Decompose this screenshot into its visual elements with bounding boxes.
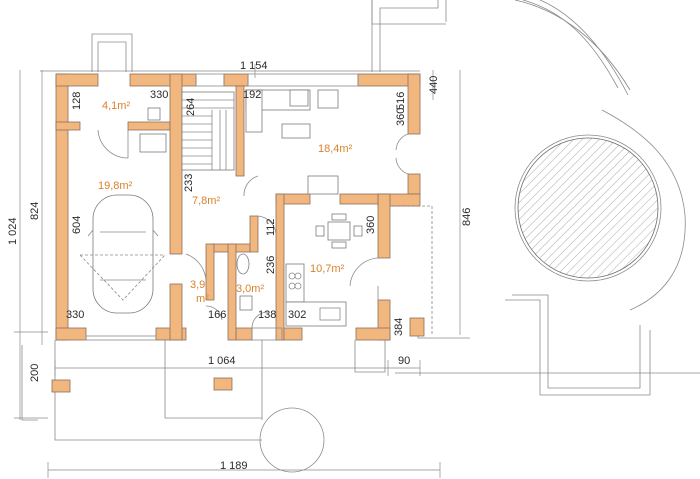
toilet-icon: [236, 253, 250, 275]
car-icon: [87, 194, 159, 314]
dim-166: 166: [208, 309, 226, 321]
dim-total-bottom-inner: 1 064: [208, 355, 236, 367]
area-boiler-room: 4,1m²: [102, 100, 130, 112]
staircase: [181, 91, 235, 171]
room-areas: 4,1m² 19,8m² 7,8m² 18,4m² 10,7m² 3,9 m² …: [98, 100, 353, 305]
dim-604: 604: [71, 216, 83, 234]
dim-264: 264: [185, 98, 197, 116]
area-garage: 19,8m²: [98, 180, 133, 192]
dim-330-top: 330: [150, 89, 168, 101]
dim-360-right: 360: [395, 108, 407, 126]
dim-302: 302: [288, 309, 306, 321]
dim-384: 384: [393, 318, 405, 336]
sofa-icon: [245, 89, 339, 133]
dim-138: 138: [258, 309, 276, 321]
dim-330-bottom: 330: [66, 309, 84, 321]
dim-total-bottom: 1 189: [220, 460, 248, 472]
area-storage-unit: m²: [196, 293, 209, 305]
round-terrace: [505, 0, 686, 396]
dim-left-inner: 824: [29, 202, 41, 220]
sink-icon: [239, 295, 253, 311]
walls: [55, 73, 421, 341]
dim-bottom-right: 90: [398, 355, 410, 367]
dim-left-bottom: 200: [29, 364, 41, 382]
dim-112: 112: [265, 218, 277, 236]
dim-top-right: 440: [428, 76, 440, 94]
exterior-outlines: [21, 0, 470, 473]
area-storage-value: 3,9: [190, 279, 205, 291]
dimension-lines: [14, 64, 700, 478]
area-kitchen: 10,7m²: [310, 263, 345, 275]
dining-table-icon: [315, 213, 363, 249]
dim-right-total: 846: [461, 208, 473, 226]
area-wc: 3,0m²: [236, 283, 264, 295]
dim-128: 128: [71, 92, 83, 110]
dim-total-top: 1 154: [240, 60, 268, 72]
dim-360-kitchen: 360: [365, 216, 377, 234]
dim-516: 516: [395, 92, 407, 110]
dim-192: 192: [243, 89, 261, 101]
dim-236: 236: [265, 256, 277, 274]
dimension-labels: 1 154 1 064 1 189 90 330 192 330 166 138…: [7, 60, 473, 472]
area-living-room: 18,4m²: [318, 143, 353, 155]
furniture: [51, 73, 425, 393]
area-hall: 7,8m²: [192, 195, 220, 207]
fireplace-icon: [307, 175, 339, 195]
dim-left-total: 1 024: [7, 217, 19, 245]
dim-233: 233: [183, 174, 195, 192]
boiler-icon: [147, 107, 161, 121]
